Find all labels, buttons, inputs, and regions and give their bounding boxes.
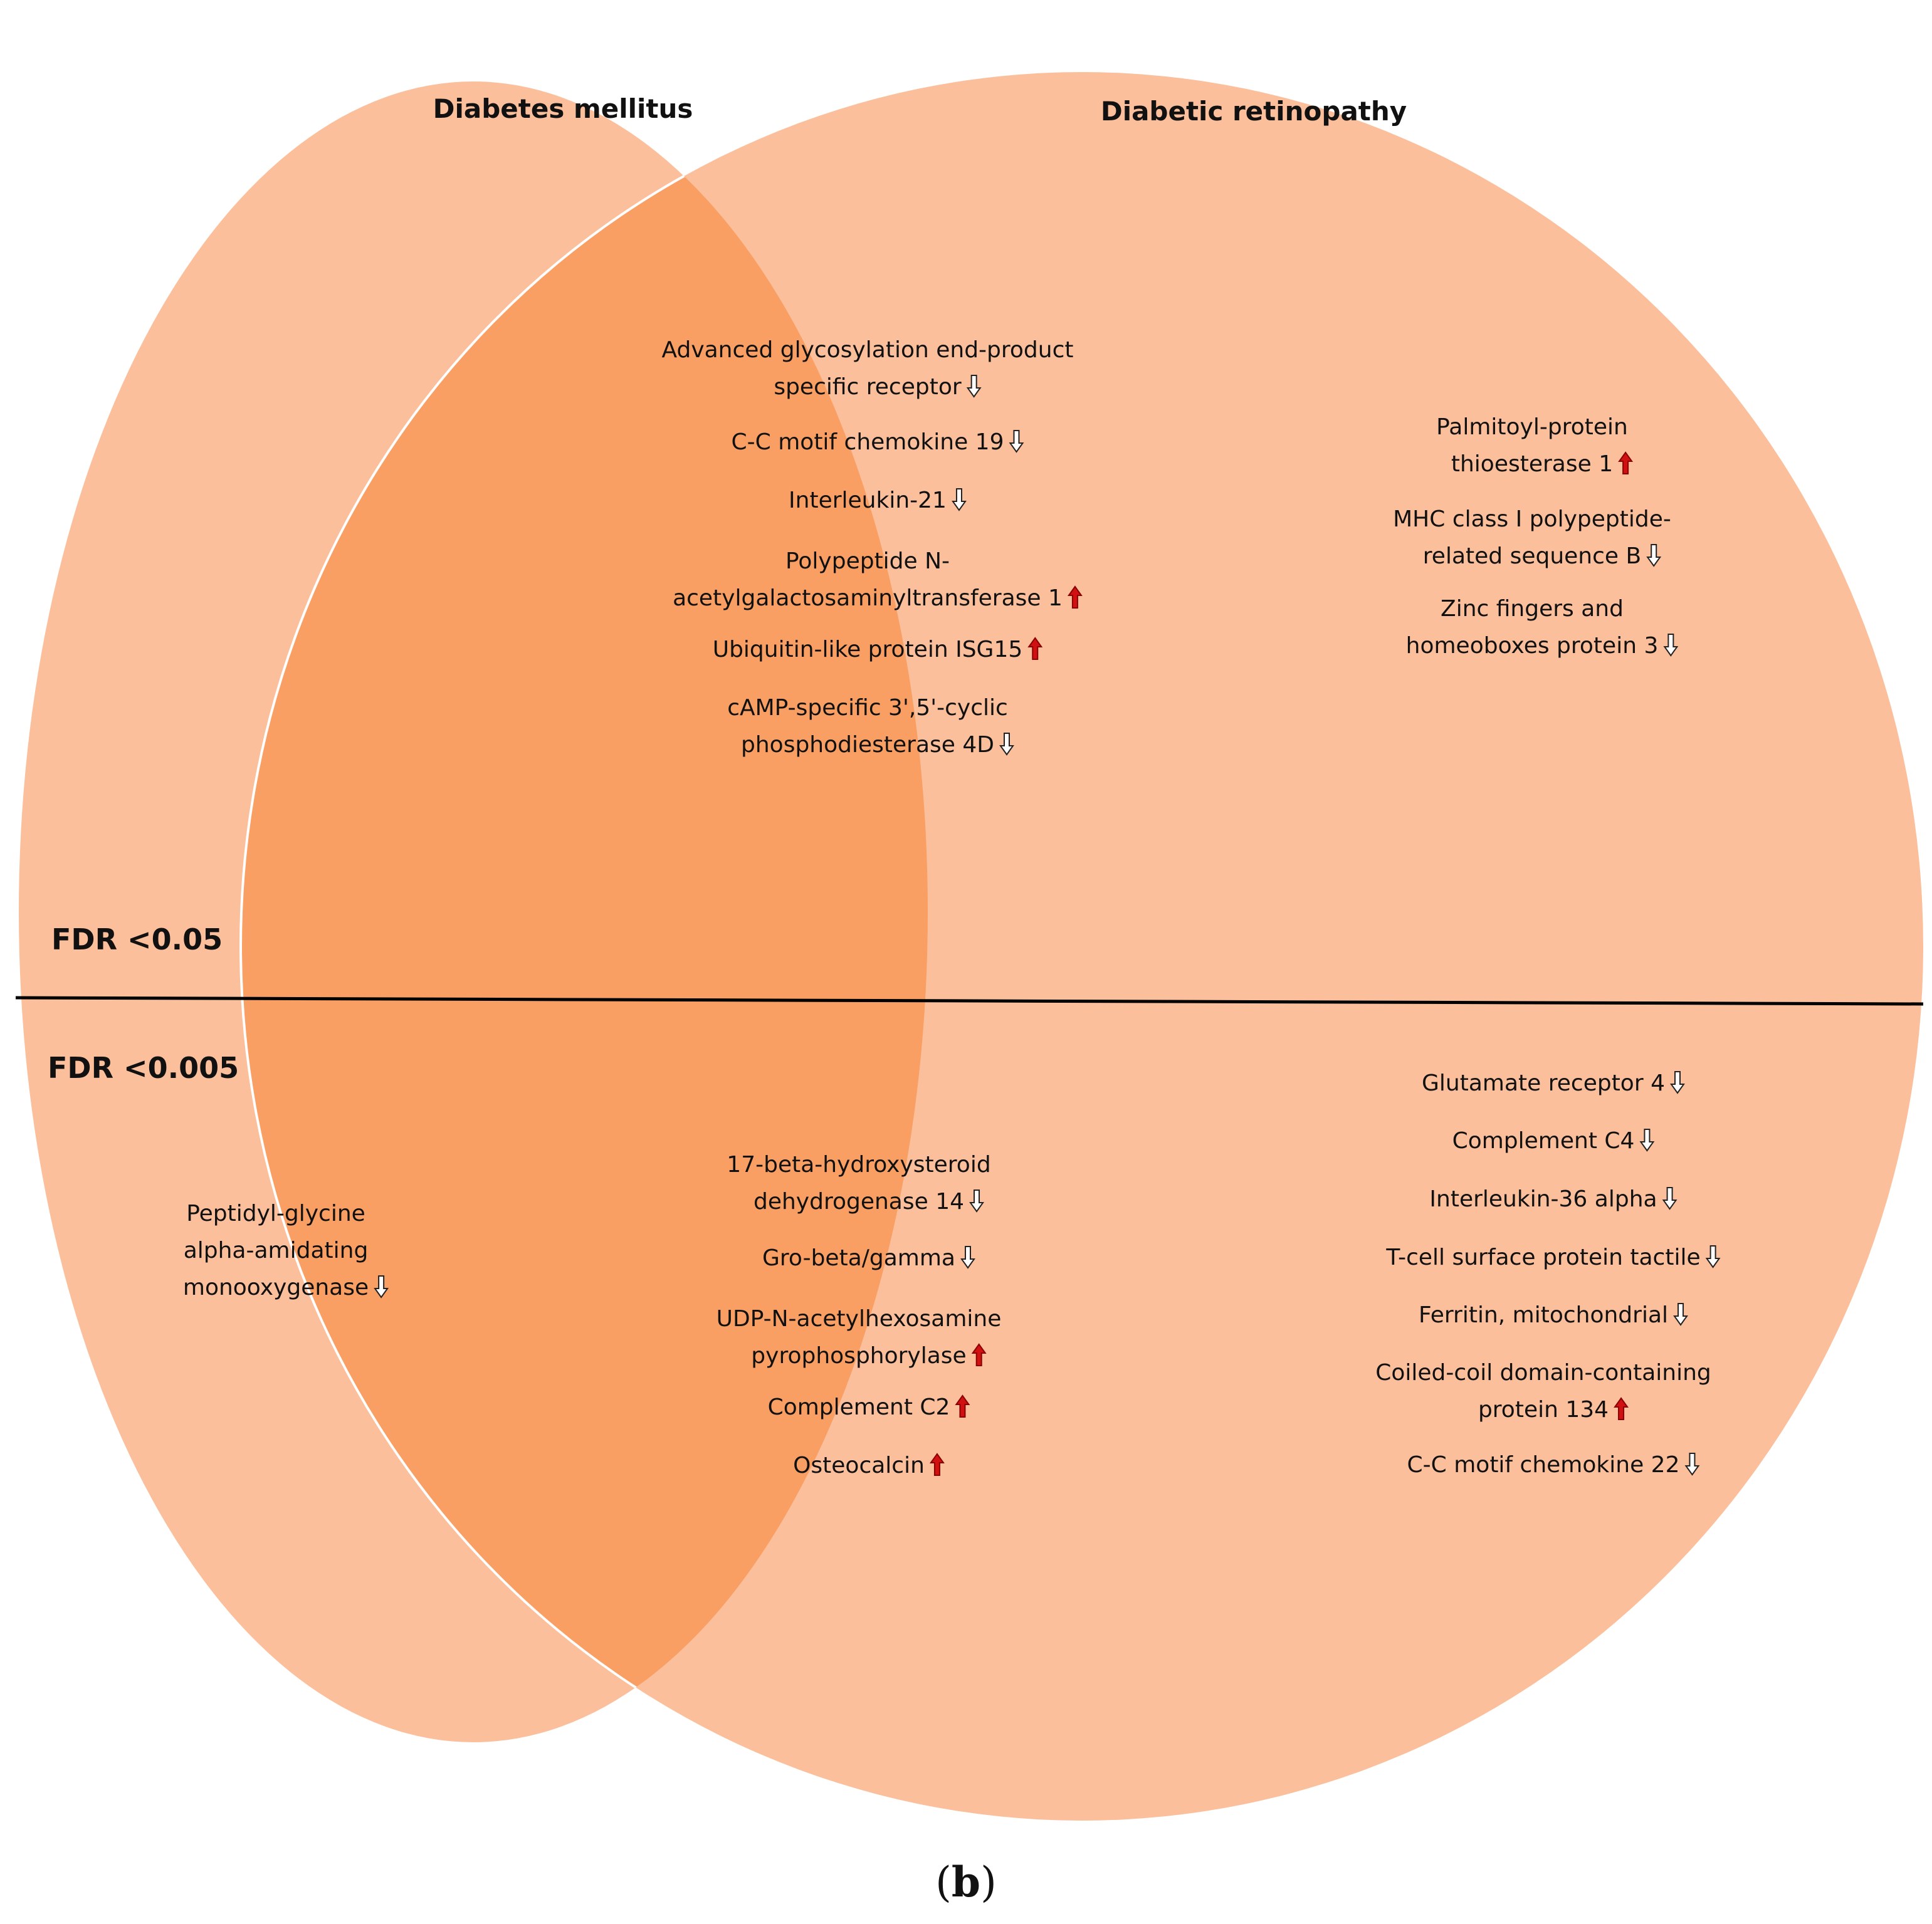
gene-label-line: protein 134	[1478, 1397, 1609, 1423]
gene-entry: cAMP-specific 3',5'-cyclic phosphodiester…	[727, 695, 1008, 758]
up-arrow-icon	[955, 1394, 970, 1418]
gene-entry: MHC class I polypeptide-related sequence…	[1393, 506, 1671, 569]
up-arrow-icon	[1614, 1397, 1629, 1420]
gene-label-line: T-cell surface protein tactile	[1385, 1245, 1700, 1270]
down-arrow-icon	[966, 375, 982, 398]
gene-entry: T-cell surface protein tactile	[1385, 1245, 1700, 1270]
down-arrow-icon	[1705, 1245, 1721, 1268]
overlap-region	[241, 81, 928, 1742]
gene-entry: C-C motif chemokine 19	[732, 429, 1004, 455]
gene-entry: Palmitoyl-protein thioesterase 1	[1436, 414, 1628, 477]
down-arrow-icon	[1639, 1129, 1655, 1152]
gene-label-line: Polypeptide N-	[785, 548, 950, 574]
gene-entry: Coiled-coil domain-containing protein 134	[1375, 1360, 1711, 1423]
down-arrow-icon	[969, 1189, 984, 1213]
gene-label-line: specific receptor	[774, 374, 962, 400]
down-arrow-icon	[1670, 1071, 1685, 1094]
gene-entry: Zinc fingers and homeoboxes protein 3	[1406, 596, 1659, 659]
diabetes-mellitus-title: Diabetes mellitus	[433, 93, 693, 124]
gene-label-line: Interleukin-21	[789, 488, 947, 513]
gene-label-line: pyrophosphorylase	[751, 1343, 966, 1369]
gene-label-line: phosphodiesterase 4D	[741, 732, 994, 758]
gene-entry: Polypeptide N-acetylgalactosaminyltransf…	[673, 548, 1063, 611]
gene-label-line: Palmitoyl-protein	[1436, 414, 1628, 440]
down-arrow-icon	[952, 488, 967, 511]
right-set-outline	[239, 81, 928, 1742]
gene-label-line: Gro-beta/gamma	[762, 1245, 955, 1271]
up-arrow-icon	[1027, 637, 1043, 660]
fdr-005-label: FDR <0.05	[51, 923, 223, 956]
gene-entry: Advanced glycosylation end-product specif…	[661, 337, 1073, 400]
gene-label-line: C-C motif chemokine 22	[1407, 1452, 1680, 1478]
gene-label-line: related sequence B	[1423, 543, 1641, 569]
down-arrow-icon	[1662, 1187, 1677, 1210]
gene-label-line: Glutamate receptor 4	[1422, 1070, 1665, 1096]
panel-label: (b)	[935, 1858, 997, 1906]
gene-label-line: alpha-amidating	[184, 1238, 369, 1263]
gene-entry: Gro-beta/gamma	[762, 1245, 955, 1271]
gene-label-line: thioesterase 1	[1451, 451, 1613, 477]
down-arrow-icon	[1009, 430, 1024, 453]
gene-label-line: Interleukin-36 alpha	[1429, 1186, 1657, 1212]
down-arrow-icon	[1646, 544, 1662, 567]
threshold-divider-line	[15, 996, 1924, 1006]
gene-entry: Ferritin, mitochondrial	[1419, 1302, 1668, 1328]
gene-label-line: dehydrogenase 14	[753, 1189, 964, 1215]
up-arrow-icon	[1618, 451, 1634, 474]
gene-label-line: UDP-N-acetylhexosamine	[717, 1306, 1002, 1332]
gene-label-line: Peptidyl-glycine	[186, 1201, 365, 1226]
gene-entry: Complement C4	[1452, 1128, 1635, 1154]
gene-entry: Interleukin-21	[789, 488, 947, 513]
gene-entry: 17-beta-hydroxysteroid dehydrogenase 14	[727, 1152, 990, 1215]
gene-labels: Advanced glycosylation end-product specif…	[183, 337, 1721, 1478]
gene-entry: Glutamate receptor 4	[1422, 1070, 1665, 1096]
gene-entry: Peptidyl-glycine alpha-amidating monooxyge…	[183, 1201, 369, 1300]
panel-label-open: (	[935, 1858, 952, 1906]
up-arrow-icon	[929, 1453, 945, 1476]
gene-label-line: Complement C4	[1452, 1128, 1635, 1154]
gene-label-line: Ubiquitin-like protein ISG15	[713, 637, 1023, 662]
down-arrow-icon	[1684, 1453, 1700, 1476]
up-arrow-icon	[971, 1343, 987, 1366]
down-arrow-icon	[999, 733, 1014, 756]
gene-label-line: Osteocalcin	[793, 1453, 925, 1478]
gene-entry: Ubiquitin-like protein ISG15	[713, 637, 1023, 662]
gene-entry: C-C motif chemokine 22	[1407, 1452, 1680, 1478]
panel-label-letter: b	[952, 1858, 980, 1906]
gene-label-line: homeoboxes protein 3	[1406, 633, 1659, 659]
gene-label-line: Zinc fingers and	[1441, 596, 1624, 622]
fdr-0005-label: FDR <0.005	[48, 1051, 239, 1085]
down-arrow-icon	[1663, 634, 1679, 657]
gene-label-line: Ferritin, mitochondrial	[1419, 1302, 1668, 1328]
gene-entry: Osteocalcin	[793, 1453, 925, 1478]
down-arrow-icon	[960, 1246, 975, 1269]
gene-label-line: cAMP-specific 3',5'-cyclic	[727, 695, 1008, 721]
gene-label-line: MHC class I polypeptide-	[1393, 506, 1671, 532]
diabetic-retinopathy-title: Diabetic retinopathy	[1101, 96, 1407, 127]
gene-label-line: acetylgalactosaminyltransferase 1	[673, 585, 1063, 611]
gene-label-line: Coiled-coil domain-containing	[1375, 1360, 1711, 1386]
gene-label-line: 17-beta-hydroxysteroid	[727, 1152, 990, 1178]
gene-label-line: Advanced glycosylation end-product	[661, 337, 1073, 363]
down-arrow-icon	[374, 1275, 389, 1299]
gene-label-line: C-C motif chemokine 19	[732, 429, 1004, 455]
gene-entry: Complement C2	[768, 1394, 950, 1420]
down-arrow-icon	[1673, 1303, 1688, 1326]
gene-entry: Interleukin-36 alpha	[1429, 1186, 1657, 1212]
gene-label-line: monooxygenase	[183, 1275, 369, 1300]
gene-label-line: Complement C2	[768, 1394, 950, 1420]
gene-entry: UDP-N-acetylhexosamine pyrophosphorylase	[717, 1306, 1002, 1369]
panel-label-close: )	[980, 1858, 997, 1906]
up-arrow-icon	[1067, 585, 1083, 609]
